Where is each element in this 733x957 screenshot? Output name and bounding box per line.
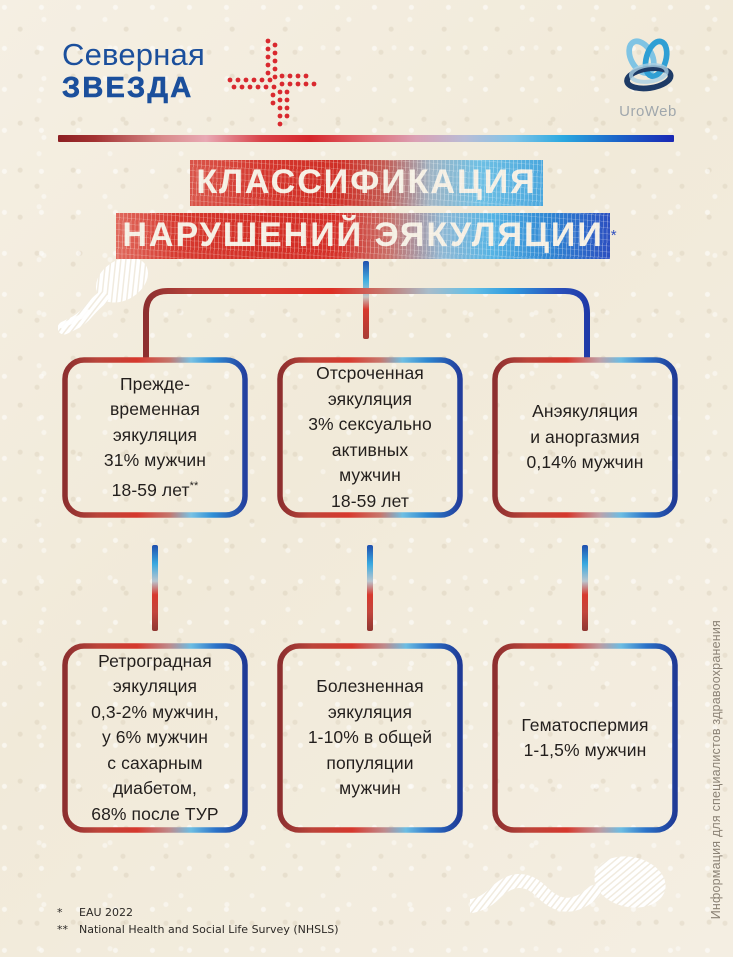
title-line-2: НАРУШЕНИЙ ЭЯКУЛЯЦИИ [116,213,611,259]
connector-bracket [143,287,590,359]
page-title: КЛАССИФИКАЦИЯ НАРУШЕНИЙ ЭЯКУЛЯЦИИ* [0,160,733,259]
partner-logo: UroWeb [605,36,691,122]
node-hematospermia[interactable]: Гематоспермия 1-1,5% мужчин [492,643,678,833]
connector-col-1 [152,545,158,631]
node-text: Болезненная эякуляция 1-10% в общей попу… [307,676,433,799]
node-text: Прежде- временная эякуляция 31% мужчин 1… [103,373,207,500]
brand-line-1: Северная [62,37,205,72]
brand-line-2: ЗВЕЗДА [62,72,194,105]
footnote-item: ** National Health and Social Life Surve… [57,921,339,938]
footnote-item: * EAU 2022 [57,904,339,921]
node-delayed[interactable]: Отсроченная эякуляция 3% сексуально акти… [277,357,463,518]
node-anejaculation[interactable]: Анэякуляция и аноргазмия 0,14% мужчин [492,357,678,518]
node-text: Гематоспермия 1-1,5% мужчин [521,714,649,761]
node-premature[interactable]: Прежде- временная эякуляция 31% мужчин 1… [62,357,248,518]
connector-col-2 [367,545,373,631]
footnote-marker: ** [57,923,68,936]
footnote-text: National Health and Social Life Survey (… [79,923,339,936]
header-divider [58,135,674,142]
node-text: Ретроградная эякуляция 0,3-2% мужчин, у … [91,650,219,824]
uroweb-rings-icon [624,38,674,92]
node-painful[interactable]: Болезненная эякуляция 1-10% в общей попу… [277,643,463,833]
footnote-marker: * [57,906,63,919]
title-asterisk: * [610,226,617,244]
connector-col-3 [582,545,588,631]
sperm-illustration-bottom-right [470,856,666,913]
title-line-1: КЛАССИФИКАЦИЯ [190,160,544,206]
brand-logo: Северная ЗВЕЗДА [62,37,317,127]
red-dotted-star-icon [227,38,317,127]
partner-name: UroWeb [619,103,677,120]
brand-wordmark: Северная ЗВЕЗДА [62,37,205,105]
node-text: Отсроченная эякуляция 3% сексуально акти… [308,363,432,511]
node-text: Анэякуляция и аноргазмия 0,14% мужчин [526,401,644,473]
footnotes: * EAU 2022 ** National Health and Social… [57,904,339,938]
node-retrograde[interactable]: Ретроградная эякуляция 0,3-2% мужчин, у … [62,643,248,833]
footnote-text: EAU 2022 [79,906,134,919]
connector-stem [363,261,369,339]
side-disclaimer: Информация для специалистов здравоохране… [709,620,723,920]
